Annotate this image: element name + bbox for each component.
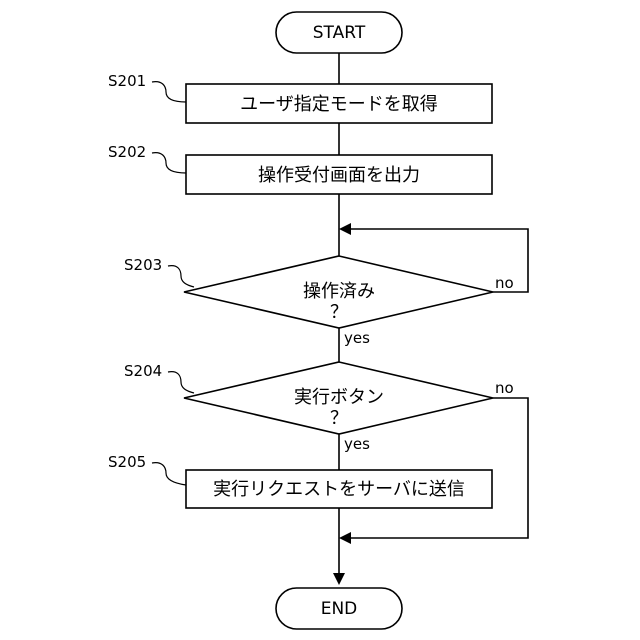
step-s203-question: ？ (330, 302, 348, 323)
branch-s203-no: no (495, 274, 514, 292)
end-label: END (321, 599, 358, 619)
step-s205-leader (152, 463, 186, 485)
start-label: START (313, 23, 366, 43)
step-s201-id: S201 (108, 72, 146, 90)
branch-s204-no: no (495, 379, 514, 397)
branch-s203-yes: yes (344, 329, 370, 347)
step-s201-text: ユーザ指定モードを取得 (240, 94, 438, 115)
step-s203-text: 操作済み (303, 281, 375, 302)
step-s201-leader (152, 82, 186, 102)
step-s205-id: S205 (108, 453, 146, 471)
step-s204-text: 実行ボタン (294, 387, 384, 408)
step-s204-id: S204 (124, 362, 162, 380)
step-s203-leader (168, 266, 194, 287)
step-s202-text: 操作受付画面を出力 (258, 165, 420, 186)
step-s203-id: S203 (124, 256, 162, 274)
step-s205-text: 実行リクエストをサーバに送信 (213, 479, 465, 500)
step-s204-question: ？ (330, 408, 348, 429)
step-s204-leader (168, 372, 194, 393)
step-s202-id: S202 (108, 143, 146, 161)
step-s202-leader (152, 153, 186, 173)
branch-s204-yes: yes (344, 435, 370, 453)
